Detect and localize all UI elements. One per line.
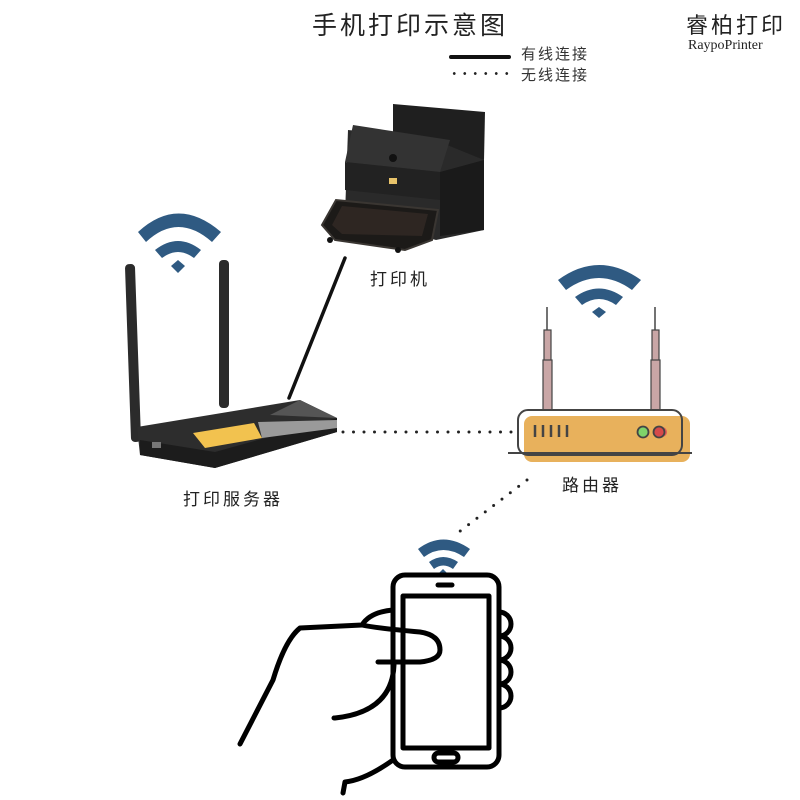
router-device xyxy=(508,265,692,462)
legend-wireless-line xyxy=(449,72,511,75)
sticker xyxy=(193,423,262,448)
wired-connection-server-printer xyxy=(287,256,347,400)
legend-wired-label: 有线连接 xyxy=(521,45,590,63)
wifi-icon xyxy=(418,539,470,577)
legend-wireless-label: 无线连接 xyxy=(521,66,590,84)
brand-name-cn: 睿柏打印 xyxy=(686,14,787,39)
legend-wired-line xyxy=(449,55,511,59)
print-server-device xyxy=(125,213,337,468)
wifi-icon xyxy=(558,265,641,318)
print-server-label: 打印服务器 xyxy=(183,490,283,510)
printer-device xyxy=(320,104,485,253)
wifi-icon xyxy=(138,213,221,273)
diagram-title: 手机打印示意图 xyxy=(312,11,509,40)
led-green xyxy=(636,425,650,439)
led-red xyxy=(652,425,666,439)
brand-name-en: RaypoPrinter xyxy=(688,38,763,53)
smartphone-in-hand xyxy=(237,539,514,796)
router-label: 路由器 xyxy=(562,476,622,496)
printer-label: 打印机 xyxy=(370,270,430,290)
wireless-connection-router-phone xyxy=(453,478,529,537)
